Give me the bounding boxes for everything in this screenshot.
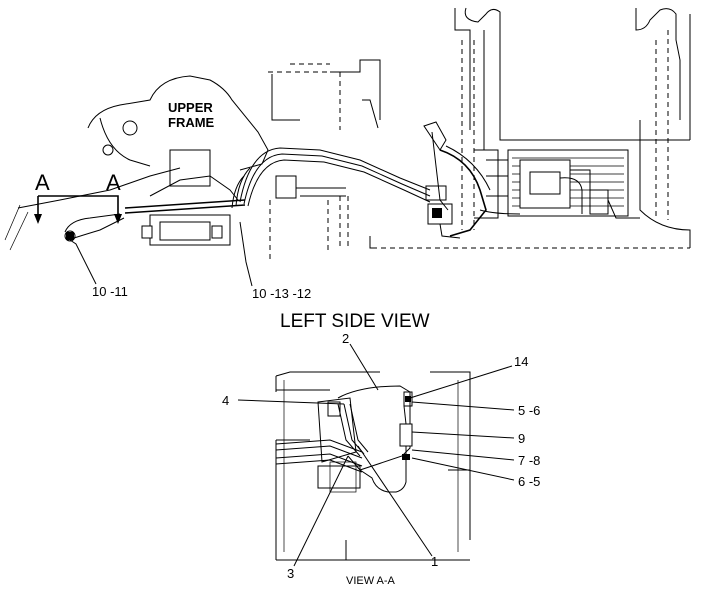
callout-5-6: 5 -6 [518, 403, 540, 418]
callout-14: 14 [514, 354, 528, 369]
leader-4 [237, 399, 345, 405]
upper-frame-label-line2: FRAME [168, 115, 215, 130]
view-a-a-title: VIEW A-A [346, 575, 396, 587]
leader-10-11 [69, 239, 97, 285]
leader-1 [357, 445, 433, 557]
callout-10-11: 10 -11 [92, 284, 128, 299]
callout-1: 1 [431, 554, 438, 569]
leader-7-8 [411, 449, 515, 461]
leader-6-5 [411, 457, 515, 481]
leader-3 [293, 455, 349, 567]
leader-9 [411, 431, 515, 439]
leader-10-13-12 [239, 221, 253, 287]
leader-2 [349, 343, 379, 391]
callout-4: 4 [222, 393, 229, 408]
callout-6-5: 6 -5 [518, 474, 540, 489]
callout-2: 2 [342, 331, 349, 346]
left-side-view-drawing [4, 7, 691, 287]
leader-14 [409, 365, 513, 399]
upper-frame-label-line1: UPPER [168, 100, 213, 115]
left-side-view-title: LEFT SIDE VIEW [280, 311, 430, 332]
view-a-a-drawing [237, 343, 515, 567]
leader-5-6 [411, 401, 515, 411]
section-marker-left: A [35, 170, 50, 195]
section-marker-right: A [106, 170, 121, 195]
callout-10-13-12: 10 -13 -12 [252, 286, 311, 301]
callout-7-8: 7 -8 [518, 453, 540, 468]
callout-9: 9 [518, 431, 525, 446]
callout-3: 3 [287, 566, 294, 581]
